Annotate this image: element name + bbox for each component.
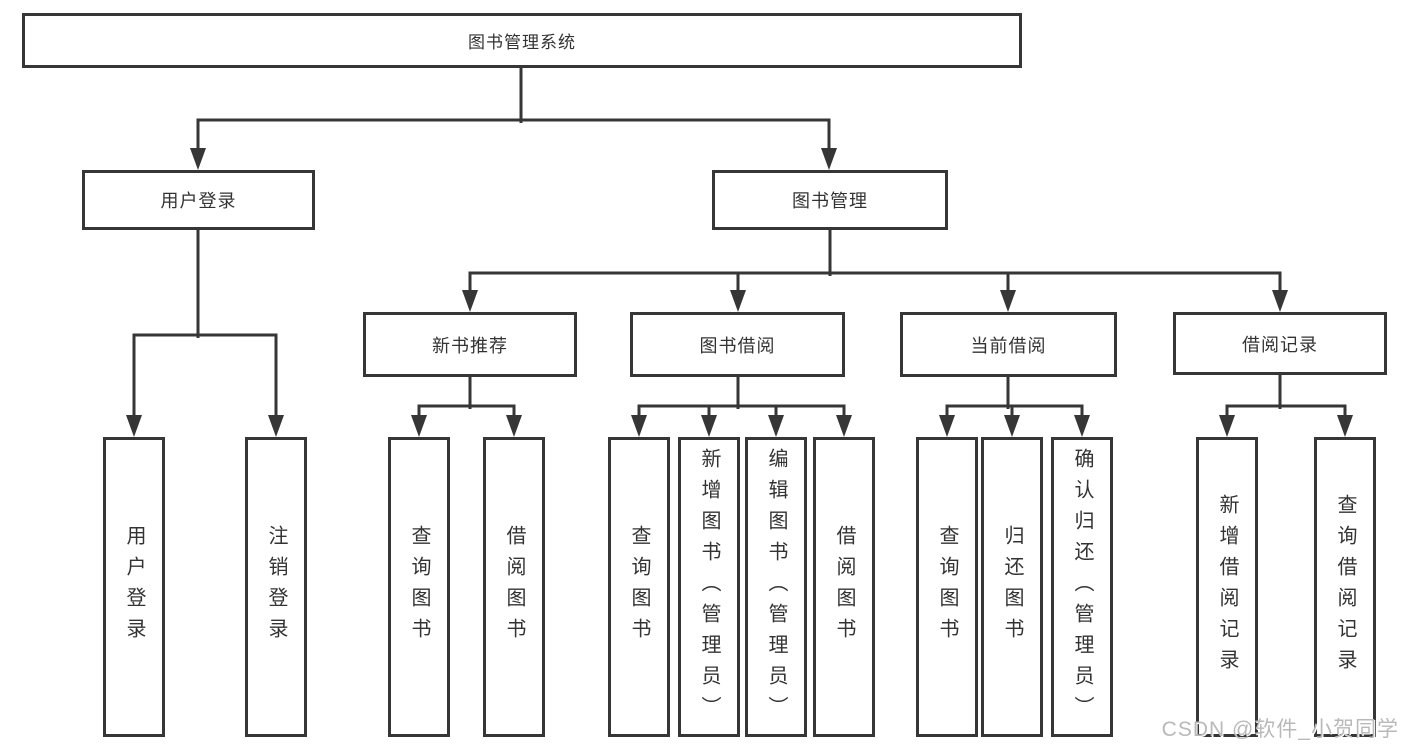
leaf-edit-books-admin: 编辑图书（管理员）	[745, 437, 807, 737]
leaf-query-books: 查询图书	[388, 437, 450, 737]
node-borrow-record: 借阅记录	[1173, 312, 1387, 375]
leaf-label: 借阅图书	[833, 525, 855, 649]
node-label: 新书推荐	[432, 335, 508, 356]
leaf-label: 用户登录	[123, 525, 145, 649]
leaf-query-books-current: 查询图书	[916, 437, 978, 737]
node-label: 图书借阅	[699, 335, 776, 356]
leaf-borrow-books: 借阅图书	[483, 437, 545, 737]
leaf-label: 确认归还（管理员）	[1071, 447, 1093, 727]
node-user-login: 用户登录	[82, 170, 315, 230]
node-label: 当前借阅	[970, 335, 1047, 356]
leaf-logout: 注销登录	[245, 437, 307, 737]
node-label: 图书管理	[792, 191, 868, 211]
leaf-query-books-borrow: 查询图书	[608, 437, 670, 737]
node-label: 图书管理系统	[468, 33, 576, 52]
leaf-return-books: 归还图书	[981, 437, 1043, 737]
csdn-watermark: CSDN @软件_小贺同学	[1161, 718, 1399, 741]
node-current-borrow: 当前借阅	[900, 312, 1117, 377]
leaf-label: 借阅图书	[503, 525, 525, 649]
leaf-label: 编辑图书（管理员）	[765, 447, 787, 727]
leaf-label: 新增图书（管理员）	[698, 447, 720, 727]
node-book-borrow: 图书借阅	[630, 312, 845, 377]
node-label: 借阅记录	[1242, 334, 1318, 355]
leaf-add-borrow-record: 新增借阅记录	[1196, 437, 1258, 737]
node-new-book-recommend: 新书推荐	[363, 312, 577, 377]
node-label: 用户登录	[160, 191, 237, 211]
leaf-query-borrow-record: 查询借阅记录	[1314, 437, 1376, 737]
node-root-system: 图书管理系统	[22, 13, 1022, 68]
leaf-confirm-return-admin: 确认归还（管理员）	[1051, 437, 1113, 737]
leaf-label: 新增借阅记录	[1216, 494, 1238, 680]
leaf-label: 查询图书	[628, 525, 650, 649]
leaf-label: 查询图书	[936, 525, 958, 649]
leaf-label: 注销登录	[265, 525, 287, 649]
leaf-label: 查询借阅记录	[1334, 494, 1356, 680]
arrowhead-icons	[126, 148, 1353, 437]
leaf-user-login: 用户登录	[103, 437, 165, 737]
node-book-management: 图书管理	[712, 170, 948, 230]
leaf-label: 归还图书	[1001, 525, 1023, 649]
leaf-label: 查询图书	[408, 525, 430, 649]
leaf-borrow-books2: 借阅图书	[813, 437, 875, 737]
leaf-add-books-admin: 新增图书（管理员）	[678, 437, 740, 737]
